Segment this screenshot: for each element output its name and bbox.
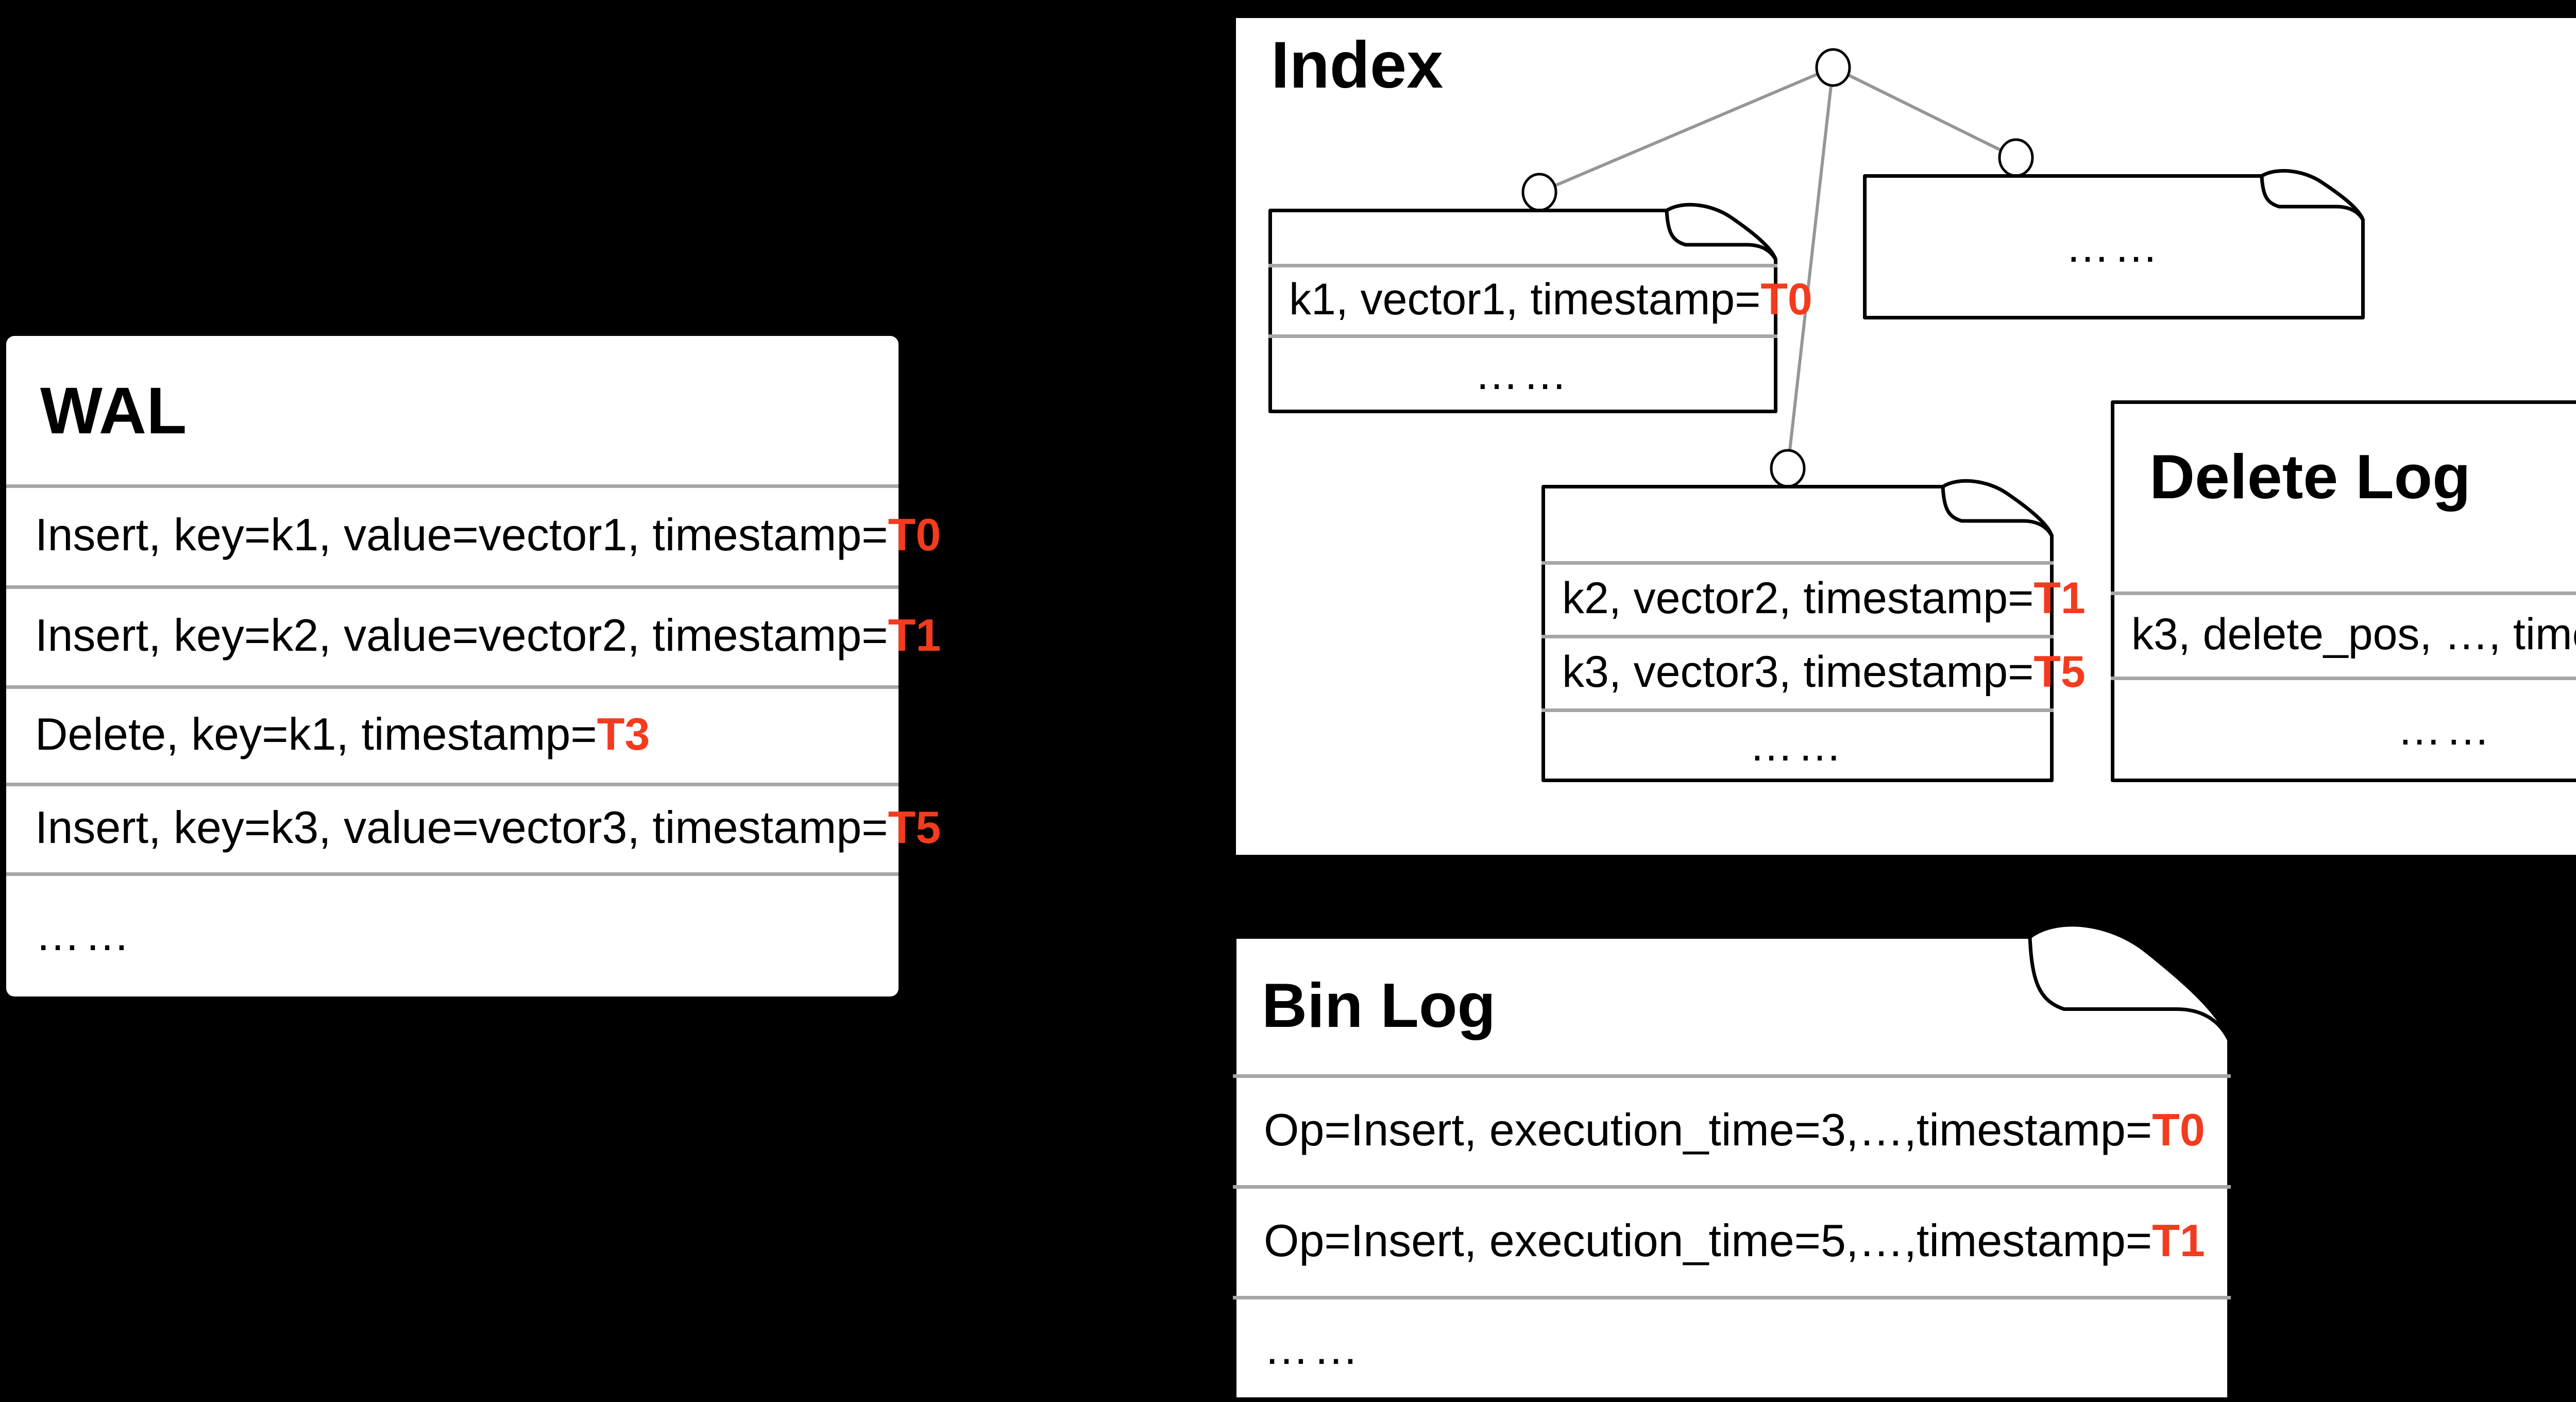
segment-more-label: …… xyxy=(1749,720,1846,770)
delete-log-more-row: …… xyxy=(2113,677,2576,782)
bin-log-row-timestamp: T1 xyxy=(2152,1214,2205,1266)
delete-log-title: Delete Log xyxy=(2149,442,2471,512)
separator xyxy=(2111,677,2576,680)
wal-row-timestamp: T1 xyxy=(888,610,941,661)
separator xyxy=(6,685,899,689)
bin-log-row-label: Op=Insert, execution_time=3,…,timestamp= xyxy=(1264,1104,2153,1155)
segment-more-label: …… xyxy=(1475,349,1571,399)
file-page-icon xyxy=(2111,400,2576,782)
index-segment-file-k1: k1, vector1, timestamp=T0 …… xyxy=(1268,202,1812,413)
tree-node xyxy=(1998,138,2034,177)
bin-log-row-timestamp: T0 xyxy=(2152,1104,2205,1155)
index-segment-file-other: …… xyxy=(1863,169,2365,319)
wal-more-label: …… xyxy=(35,908,134,960)
wal-row-timestamp: T5 xyxy=(888,802,941,853)
wal-row-label: Insert, key=k3, value=vector3, timestamp… xyxy=(35,802,888,853)
wal-more-row: …… xyxy=(8,872,896,996)
segment-more-label: …… xyxy=(2065,222,2162,272)
wal-row: Delete, key=k1, timestamp=T3 xyxy=(8,685,896,783)
segment-row-label: k2, vector2, timestamp= xyxy=(1562,573,2034,623)
delete-log-file: Delete Log k3, delete_pos, …, timestamp=… xyxy=(2111,400,2576,782)
segment-row-timestamp: T1 xyxy=(2033,573,2086,623)
segment-row-timestamp: T0 xyxy=(1760,274,1812,324)
segment-more-row: …… xyxy=(1865,174,2363,319)
segment-row-label: k1, vector1, timestamp= xyxy=(1289,274,1761,324)
segment-row-label: k3, vector3, timestamp= xyxy=(1562,647,2034,697)
segment-row: k3, vector3, timestamp=T5 xyxy=(1544,635,2086,708)
segment-row: k1, vector1, timestamp=T0 xyxy=(1270,264,1812,334)
separator xyxy=(1233,1074,2231,1078)
separator xyxy=(1268,264,1777,267)
separator xyxy=(1233,1296,2231,1299)
separator xyxy=(1541,561,2054,565)
wal-title: WAL xyxy=(40,374,187,448)
index-segment-file-k2k3: k2, vector2, timestamp=T1 k3, vector3, t… xyxy=(1541,479,2086,782)
tree-node xyxy=(1770,449,1806,488)
bin-log-row: Op=Insert, execution_time=5,…,timestamp=… xyxy=(1235,1185,2229,1296)
bin-log-title: Bin Log xyxy=(1262,970,1496,1040)
delete-log-more-label: …… xyxy=(2397,704,2494,754)
wal-row: Insert, key=k3, value=vector3, timestamp… xyxy=(8,783,941,872)
separator xyxy=(1233,1185,2231,1189)
tree-edge xyxy=(1786,67,1835,469)
wal-row-label: Delete, key=k1, timestamp= xyxy=(35,708,597,759)
index-panel: Index k1, vector1, timestamp=T0 …… xyxy=(1232,14,2576,858)
tree-edge xyxy=(1832,66,2017,159)
tree-node xyxy=(1521,173,1557,212)
separator xyxy=(1541,708,2054,712)
wal-row: Insert, key=k2, value=vector2, timestamp… xyxy=(8,585,941,685)
separator xyxy=(6,585,899,589)
wal-row-timestamp: T3 xyxy=(597,708,650,759)
wal-row: Insert, key=k1, value=vector1, timestamp… xyxy=(8,484,941,585)
index-title: Index xyxy=(1271,28,1444,102)
bin-log-row-label: Op=Insert, execution_time=5,…,timestamp= xyxy=(1264,1214,2153,1266)
segment-row: k2, vector2, timestamp=T1 xyxy=(1544,561,2086,635)
wal-row-timestamp: T0 xyxy=(888,509,941,560)
wal-row-label: Insert, key=k1, value=vector1, timestamp… xyxy=(35,509,888,560)
file-page-icon xyxy=(1233,923,2231,1401)
bin-log-row: Op=Insert, execution_time=3,…,timestamp=… xyxy=(1235,1074,2229,1185)
separator xyxy=(6,783,899,786)
bin-log-more-row: …… xyxy=(1235,1296,2229,1401)
tree-edge xyxy=(1538,66,1834,194)
delete-log-row: k3, delete_pos, …, timestamp=T3 xyxy=(2113,592,2576,677)
separator xyxy=(2111,592,2576,595)
delete-log-row-label: k3, delete_pos, …, timestamp= xyxy=(2131,609,2576,659)
tree-node-root xyxy=(1815,48,1851,87)
file-page-icon xyxy=(1541,479,2054,782)
separator xyxy=(6,484,899,488)
segment-row-timestamp: T5 xyxy=(2033,647,2086,697)
separator xyxy=(6,872,899,876)
file-page-icon xyxy=(1863,169,2365,319)
wal-row-label: Insert, key=k2, value=vector2, timestamp… xyxy=(35,610,888,661)
file-page-icon xyxy=(1268,202,1777,413)
separator xyxy=(1268,334,1777,338)
bin-log-file: Bin Log Op=Insert, execution_time=3,…,ti… xyxy=(1233,923,2231,1401)
wal-box: WAL Insert, key=k1, value=vector1, times… xyxy=(6,336,941,996)
segment-more-row: …… xyxy=(1544,708,2052,782)
bin-log-more-label: …… xyxy=(1264,1323,1363,1374)
separator xyxy=(1541,635,2054,638)
segment-more-row: …… xyxy=(1270,334,1775,413)
